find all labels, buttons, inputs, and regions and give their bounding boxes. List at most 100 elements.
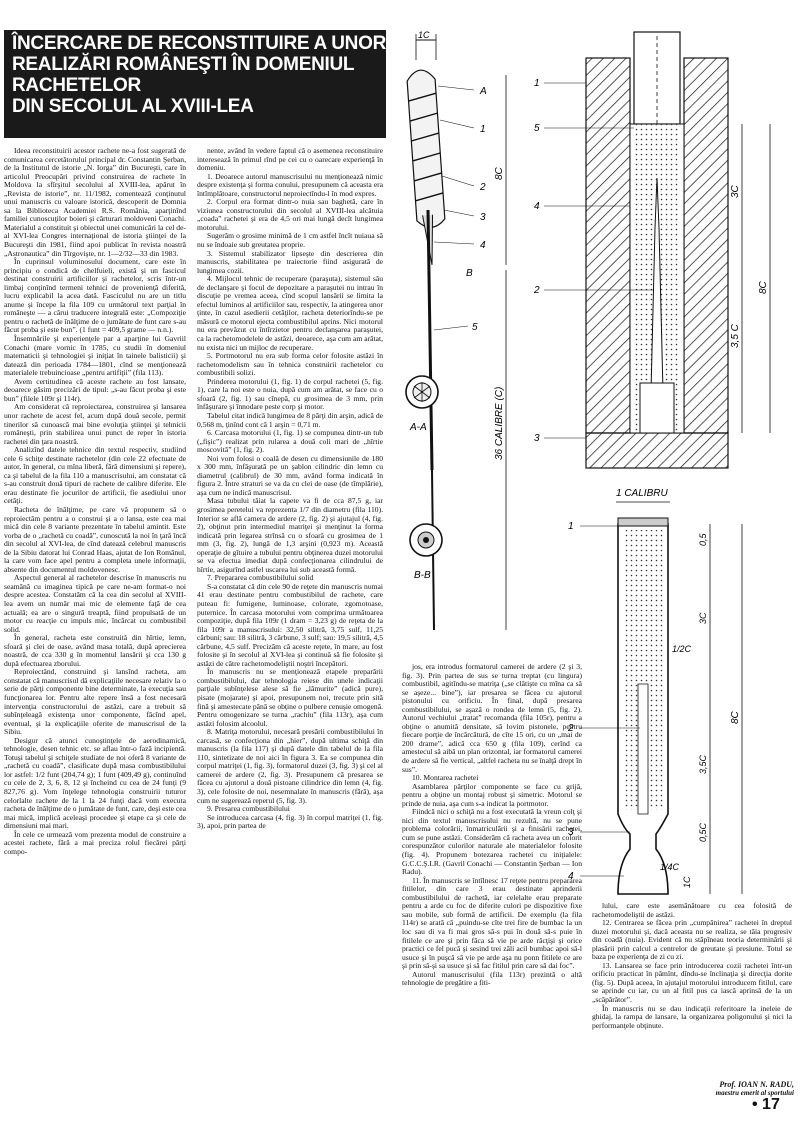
fig1-callout-2: 2 <box>479 182 486 193</box>
paragraph: Aspectul general al rachetelor descrise … <box>4 573 186 634</box>
paragraph: Tabelul citat indică lungimea de 8 părţi… <box>197 410 383 429</box>
paragraph: 11. În manuscris se întîlnesc 17 reţete … <box>402 875 582 971</box>
paragraph: Fiindcă nici o schiţă nu a fost executat… <box>402 807 582 877</box>
paragraph: Ideea reconstituirii acestor rachete ne-… <box>4 147 186 258</box>
mould-nozzle-former <box>639 382 675 434</box>
figure-3-mould-drawing: 1 5 4 2 3 3C 3,5 C 8C <box>533 31 771 469</box>
fig3-dim-35c: 3,5 C <box>730 323 741 348</box>
paragraph: În manuscris nu se dau indicaţii referit… <box>592 1003 792 1030</box>
text-column-3: jos, era introdus formatorul camerei de … <box>402 663 582 1083</box>
fig1-callout-A: A <box>479 86 487 97</box>
paragraph: Desigur că atunci cunoştinţele de aerodi… <box>4 735 186 831</box>
fig2-dim-5: 1C <box>682 876 692 888</box>
paragraph: Am considerat că reproiectarea, construi… <box>4 402 186 446</box>
author-role: maestru emerit al sportului <box>715 1089 794 1097</box>
paragraph: Reproiectând, construind şi lansînd rach… <box>4 667 186 737</box>
title-line-4: DIN SECOLUL AL XVIII-lea <box>12 96 254 117</box>
fig1-section-bb: B-B <box>414 570 431 581</box>
string-wraps <box>408 92 444 202</box>
paragraph: 3. Sistemul stabilizator lipseşte din de… <box>197 248 383 275</box>
paragraph: Masa tubului tăiat la capete va fi de cc… <box>197 496 383 574</box>
paragraph: 8. Matriţa motorului, necesară presării … <box>197 727 383 805</box>
paragraph: lului, care este asemănătoare cu cea fol… <box>592 902 792 919</box>
paragraph: Racheta de înălţime, pe care vă propunem… <box>4 504 186 574</box>
fig3-callout-1: 1 <box>534 78 540 89</box>
paragraph: Se introducea carcasa (4, fig. 3) în cor… <box>197 812 383 831</box>
paragraph: Autorul manuscrisului (fila 113r) prezin… <box>402 969 582 988</box>
figure-2-motor-drawing: 1 CALIBRU 1 2 3 4 0,5 3C 1/2C 3,5C 0,5C … <box>567 488 743 895</box>
fig1-section-aa: A-A <box>409 422 427 433</box>
fig1-callout-B: B <box>466 268 473 279</box>
paragraph: nente, având în vedere faptul că o aseme… <box>197 147 383 173</box>
section-aa-hatch <box>413 382 431 402</box>
combustion-chamber <box>637 683 649 815</box>
mould-base <box>585 432 729 469</box>
fig2-callout-1: 1 <box>568 521 574 532</box>
fig2-dim-2: 1/2C <box>672 644 692 654</box>
fig2-top-label: 1 CALIBRU <box>616 488 668 499</box>
paragraph: Prinderea motorului (1, fig. 1) de corpu… <box>197 376 383 412</box>
section-bb-core <box>423 537 429 543</box>
paragraph: 5. Portmotorul nu era sub forma celor fo… <box>197 351 383 378</box>
paragraph: 9. Presarea combustibilului <box>207 804 290 814</box>
paragraph: În cuprinsul voluminosului document, car… <box>4 257 186 335</box>
title-line-2: REALIZĂRI ROMÂNEŞTI ÎN DOMENIUL <box>12 54 355 75</box>
wooden-disc <box>617 517 669 527</box>
fig2-callout-2: 2 <box>567 723 574 734</box>
fig3-callout-4: 4 <box>534 201 540 212</box>
fig2-dim-0: 0,5 <box>698 532 708 546</box>
paragraph: 12. Centrarea se făcea prin „cumpănirea”… <box>592 918 792 962</box>
text-column-1: Ideea reconstituirii acestor rachete ne-… <box>4 147 186 1087</box>
text-column-4: lului, care este asemănătoare cu cea fol… <box>592 902 792 1077</box>
paragraph: Sugerăm o grosime minimă de 1 cm astfel … <box>197 231 383 250</box>
mould-wall-right <box>683 57 729 434</box>
paragraph: În general, racheta este construită din … <box>4 633 186 668</box>
paragraph: Analizînd datele tehnice din textul resp… <box>4 445 186 506</box>
title-line-3: RACHETELOR <box>12 75 141 96</box>
fig1-callout-1: 1 <box>480 124 486 135</box>
paragraph: Avem certitudinea că aceste rachete au f… <box>4 376 186 403</box>
paragraph: 7. Prepararea combustibilului solid <box>207 573 314 583</box>
callout-line <box>433 241 475 245</box>
fig2-dim-7: 8C <box>730 710 741 724</box>
paragraph: În cele ce urmează vom prezenta modul de… <box>4 829 186 856</box>
callout-line <box>437 85 475 91</box>
article-title-box: ÎNCERCARE DE RECONSTITUIRE A UNOR REALIZ… <box>4 30 386 138</box>
fig3-dim-3c: 3C <box>730 184 741 198</box>
paragraph: În manuscris nu se menţionează etapele p… <box>197 667 383 728</box>
callout-line <box>443 209 475 217</box>
paragraph: jos, era introdus formatorul camerei de … <box>402 663 582 774</box>
fig1-callout-3: 3 <box>480 212 486 223</box>
fig1-callout-4: 4 <box>480 240 486 251</box>
paragraph: 13. Lansarea se face prin introducerea c… <box>592 960 792 1005</box>
paragraph: S-a constatat că din cele 90 de reţete d… <box>197 581 383 668</box>
rocket-stick <box>426 209 434 471</box>
fig1-callout-5: 5 <box>472 322 478 333</box>
paragraph: 6. Carcasa motorului (1, fig. 1) se comp… <box>197 428 383 455</box>
fig3-callout-2: 2 <box>533 285 540 296</box>
fig2-dim-3: 3,5C <box>698 754 708 774</box>
paragraph: 10. Montarea rachetei <box>412 773 479 783</box>
author-name: Prof. IOAN N. RADU, <box>719 1080 794 1089</box>
paragraph: Noi vom folosi o coală de desen cu dimen… <box>197 453 383 497</box>
author-signature: Prof. IOAN N. RADU, maestru emerit al sp… <box>640 1080 794 1098</box>
callout-line <box>439 119 475 129</box>
paragraph: 2. Corpul era format dintr-o nuia sau ba… <box>197 197 383 232</box>
fig2-dim-4: 0,5C <box>698 822 708 842</box>
title-line-1: ÎNCERCARE DE RECONSTITUIRE A UNOR <box>12 33 386 54</box>
paragraph: 1. Deoarece autorul manuscrisului nu men… <box>197 171 383 198</box>
figure-1-rocket-drawing: 1C A 1 2 3 4 B 5 8C 36 CALIBRE (C) A-A B… <box>405 30 507 631</box>
fig3-callout-3: 3 <box>534 433 540 444</box>
paragraph: Asamblarea părţilor componente se face c… <box>402 781 582 808</box>
paragraph: Însemnările şi experienţele par a aparţi… <box>4 334 186 378</box>
page-number: • 17 <box>752 1096 780 1113</box>
text-column-2: nente, având în vedere faptul că o aseme… <box>197 147 383 1087</box>
fig2-dim-1: 3C <box>698 612 708 624</box>
fig3-callout-5: 5 <box>534 123 540 134</box>
callout-line <box>441 175 475 187</box>
motor-casing <box>406 69 446 228</box>
fig2-callout-3: 3 <box>568 827 574 838</box>
fig1-dim-36: 36 CALIBRE (C) <box>494 387 505 460</box>
fig3-dim-8c: 8C <box>758 280 769 294</box>
paragraph: 4. Mijlocul tehnic de recuperare (paraşu… <box>197 274 383 352</box>
